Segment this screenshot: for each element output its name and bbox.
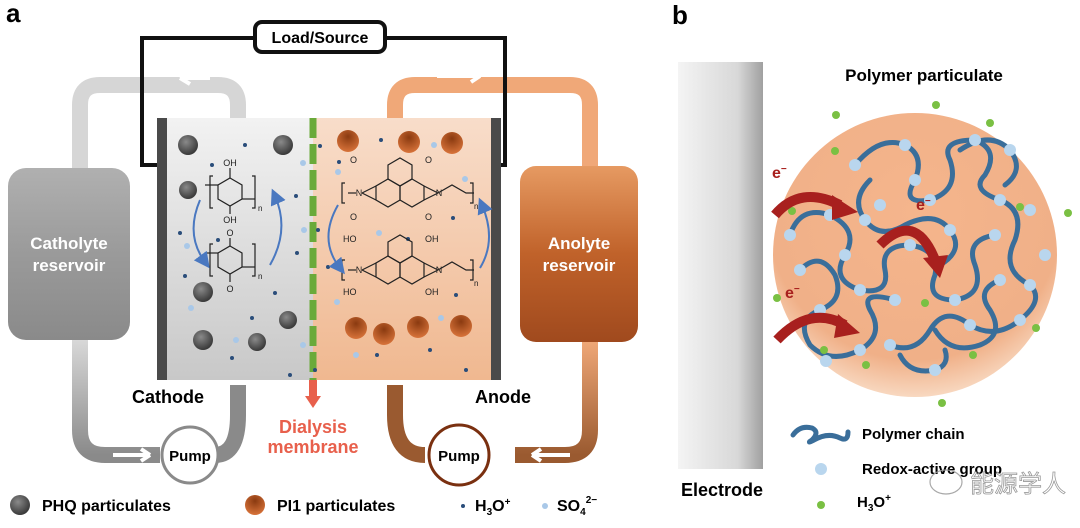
pump-right-label: Pump bbox=[438, 448, 480, 465]
chem-ho: HO bbox=[343, 234, 357, 244]
catholyte-reservoir-label-1: Catholyte bbox=[30, 234, 107, 253]
catholyte-reservoir-label-2: reservoir bbox=[33, 256, 106, 275]
watermark-text: 能源学人 bbox=[970, 470, 1066, 498]
catholyte-pipe-return bbox=[214, 385, 246, 463]
phq-particles bbox=[178, 135, 297, 351]
electrode-label: Electrode bbox=[681, 480, 763, 500]
chem-ho: HO bbox=[343, 287, 357, 297]
anolyte-pipe-return bbox=[387, 385, 426, 463]
h3o-legend-label: H3O+ bbox=[475, 497, 511, 518]
membrane-label-2: membrane bbox=[267, 437, 358, 457]
h3o-legend-label-b: H3O+ bbox=[857, 493, 891, 514]
reduction-arrow-icon bbox=[327, 204, 345, 275]
chem-n: n bbox=[474, 202, 478, 211]
wechat-icon bbox=[929, 469, 963, 495]
membrane-label-1: Dialysis bbox=[279, 417, 347, 437]
electrode bbox=[678, 62, 763, 469]
oxidation-arrow-icon bbox=[269, 188, 286, 266]
particulate-title: Polymer particulate bbox=[845, 66, 1003, 85]
electron-label: e− bbox=[916, 196, 931, 214]
chem-o: O bbox=[350, 212, 357, 222]
electron-label: e− bbox=[772, 164, 787, 182]
pi1-legend-icon bbox=[245, 495, 265, 515]
pump-left-label: Pump bbox=[169, 448, 211, 465]
flow-arrow-icon bbox=[530, 447, 570, 463]
catholyte-pipe-bottom bbox=[72, 340, 160, 463]
so4-legend-label: SO42− bbox=[557, 495, 597, 518]
load-source-label: Load/Source bbox=[272, 30, 369, 47]
so4-ions bbox=[184, 142, 468, 358]
catholyte-reservoir bbox=[8, 168, 130, 340]
anolyte-pipe-top bbox=[387, 77, 598, 168]
flow-arrow-icon bbox=[113, 447, 152, 463]
membrane-pointer bbox=[309, 380, 317, 398]
anolyte-reservoir-label-2: reservoir bbox=[543, 256, 616, 275]
chem-n: N bbox=[356, 265, 363, 275]
watermark: 能源学人 bbox=[929, 469, 1066, 498]
phq-legend-icon bbox=[10, 495, 30, 515]
polymer-chain-legend-label: Polymer chain bbox=[862, 426, 965, 443]
pi1-legend-label: PI1 particulates bbox=[277, 498, 395, 515]
panel-a-label: a bbox=[6, 0, 21, 28]
chem-oh: OH bbox=[425, 287, 439, 297]
chem-o: O bbox=[425, 212, 432, 222]
redox-legend-icon bbox=[815, 463, 827, 475]
chem-o-bottom: O bbox=[226, 284, 233, 294]
anode-electrode bbox=[491, 118, 501, 380]
chem-n: n bbox=[474, 279, 478, 288]
chem-oh-top: OH bbox=[223, 158, 237, 168]
cathode-label: Cathode bbox=[132, 387, 204, 407]
chem-oh: OH bbox=[425, 234, 439, 244]
phq-legend-label: PHQ particulates bbox=[42, 498, 171, 515]
chem-n: n bbox=[258, 272, 262, 281]
anode-label: Anode bbox=[475, 387, 531, 407]
anolyte-reservoir-label-1: Anolyte bbox=[548, 234, 610, 253]
chem-n: N bbox=[436, 265, 443, 275]
flow-arrow-icon bbox=[437, 68, 482, 84]
redox-legend-label: Redox-active group bbox=[862, 461, 1002, 478]
so4-legend-icon bbox=[542, 503, 548, 509]
h3o-legend-icon-b bbox=[817, 501, 825, 509]
electron-arrowheads bbox=[832, 195, 948, 338]
pi1-particles bbox=[337, 130, 472, 345]
membrane-arrow-icon bbox=[305, 396, 321, 408]
anode-chamber bbox=[313, 118, 493, 380]
chem-n: n bbox=[258, 204, 262, 213]
cathode-chamber bbox=[165, 118, 313, 380]
panel-b-label: b bbox=[672, 0, 688, 30]
polymer-chain-legend-icon bbox=[790, 424, 851, 445]
pump-left bbox=[160, 425, 220, 485]
chem-o-top: O bbox=[226, 228, 233, 238]
electron-label: e− bbox=[785, 284, 800, 302]
chem-oh-bottom: OH bbox=[223, 215, 237, 225]
cathode-electrode bbox=[157, 118, 167, 380]
pi1-structure bbox=[341, 157, 474, 285]
pump-right bbox=[427, 423, 491, 487]
catholyte-pipe-top bbox=[72, 77, 246, 170]
flow-arrow-icon bbox=[178, 70, 210, 86]
chem-n: N bbox=[436, 188, 443, 198]
reduction-arrow-icon bbox=[192, 199, 210, 269]
oxidation-arrow-icon bbox=[477, 197, 493, 269]
h3o-legend-icon bbox=[461, 504, 465, 508]
phq-structure bbox=[205, 168, 256, 282]
load-source-box bbox=[253, 20, 387, 54]
anolyte-reservoir bbox=[520, 166, 638, 342]
chem-o: O bbox=[425, 155, 432, 165]
chem-o: O bbox=[350, 155, 357, 165]
chem-n: N bbox=[356, 188, 363, 198]
